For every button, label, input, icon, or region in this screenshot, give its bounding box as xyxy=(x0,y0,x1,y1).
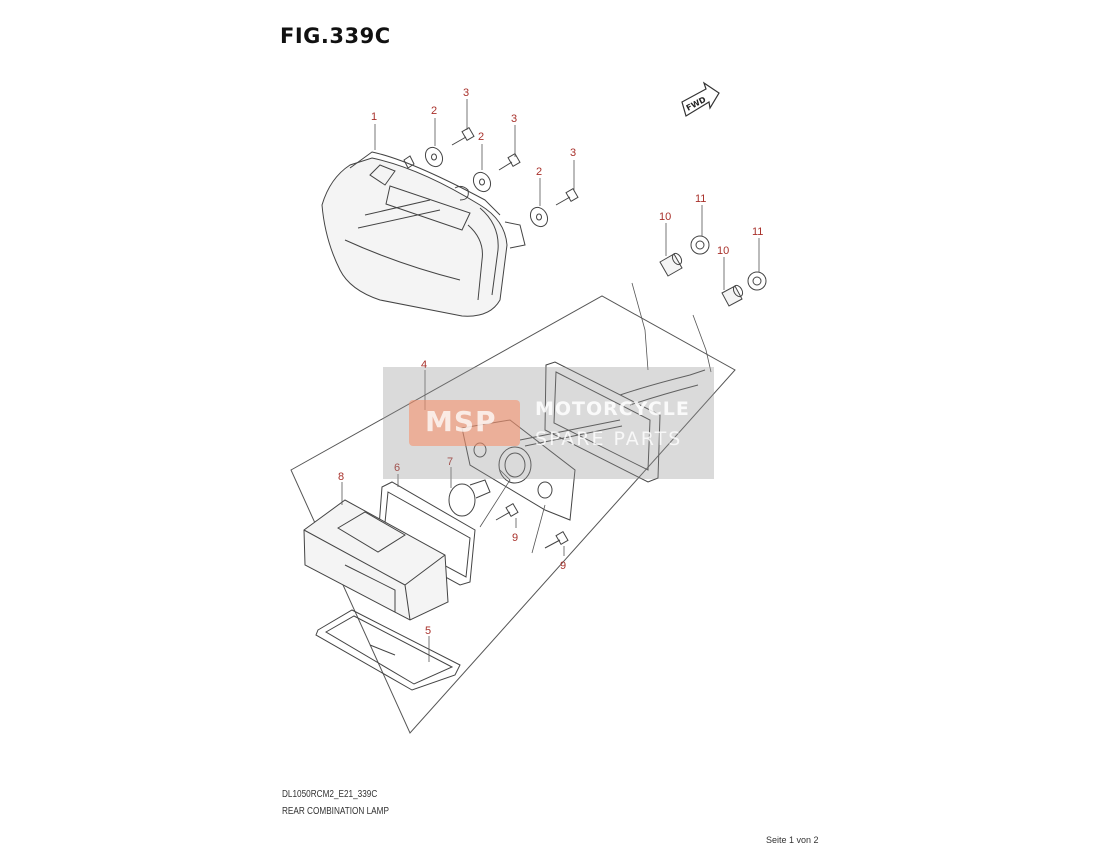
callout-5: 5 xyxy=(425,625,431,637)
callout-10: 10 xyxy=(717,245,729,257)
callout-2: 2 xyxy=(478,131,484,143)
nut-part xyxy=(690,235,767,291)
bulb-part xyxy=(448,479,491,517)
lens-part xyxy=(303,499,449,621)
callout-11: 11 xyxy=(752,226,763,238)
callout-3: 3 xyxy=(511,113,517,125)
fwd-arrow-icon: FWD xyxy=(681,81,720,117)
callout-10: 10 xyxy=(659,211,671,223)
callout-11: 11 xyxy=(695,193,706,205)
tapping-screw-part xyxy=(495,502,569,549)
callout-9: 9 xyxy=(512,532,518,544)
lamp-housing-part xyxy=(321,151,526,317)
screw-part xyxy=(451,126,579,206)
reflector-plate-part xyxy=(315,609,461,691)
watermark-line-1: MOTORCYCLE xyxy=(535,398,690,420)
callout-2: 2 xyxy=(431,105,437,117)
figure-code: DL1050RCM2_E21_339C xyxy=(282,789,378,800)
callout-2: 2 xyxy=(536,166,542,178)
watermark-logo-badge xyxy=(409,400,520,446)
collar-part xyxy=(659,252,744,307)
callout-9: 9 xyxy=(560,560,566,572)
washer-part xyxy=(424,146,549,228)
callout-6: 6 xyxy=(394,462,400,474)
callout-8: 8 xyxy=(338,471,344,483)
callout-7: 7 xyxy=(447,456,453,468)
callout-3: 3 xyxy=(570,147,576,159)
callout-1: 1 xyxy=(371,111,377,123)
callout-3: 3 xyxy=(463,87,469,99)
figure-title: FIG.339C xyxy=(280,24,391,48)
callout-4: 4 xyxy=(421,359,427,371)
watermark-line-2: SPARE PARTS xyxy=(535,428,683,450)
figure-description: REAR COMBINATION LAMP xyxy=(282,806,389,817)
page-number: Seite 1 von 2 xyxy=(766,835,819,845)
watermark-logo: MSP xyxy=(425,405,497,438)
